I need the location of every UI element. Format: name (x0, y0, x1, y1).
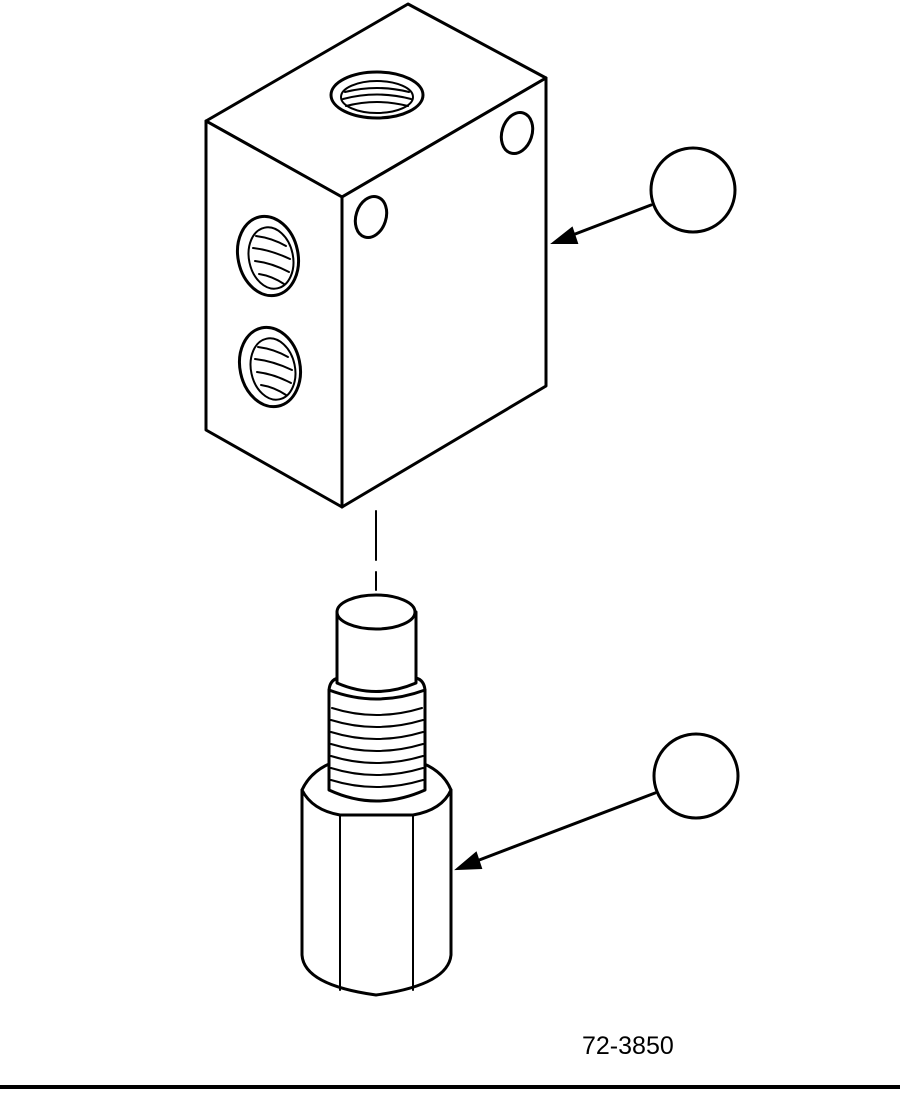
callout-bubble-valve-block (649, 146, 737, 234)
front-threaded-port-lower (237, 325, 303, 409)
valve-block-right-face (340, 76, 548, 509)
callout-bubble-fitting (652, 732, 740, 820)
fitting (300, 593, 453, 997)
valve-block (204, 2, 548, 509)
right-face-mounting-hole-upper (499, 110, 535, 156)
figure-number: 72-3850 (582, 1032, 674, 1060)
fitting-hex-body (300, 788, 453, 997)
callout-arrowhead-fitting (454, 851, 483, 871)
fitting-stem-top (335, 593, 417, 631)
callout-fitting (454, 732, 740, 871)
top-threaded-port (329, 70, 425, 120)
bottom-rule (0, 1085, 900, 1089)
fitting-stem (335, 610, 418, 693)
right-face-mounting-hole-lower (353, 194, 389, 240)
front-threaded-port-upper (235, 214, 301, 298)
fitting-thread-section (327, 688, 427, 803)
callout-arrowhead-valve-block (550, 226, 579, 244)
callout-valve-block (550, 146, 737, 244)
